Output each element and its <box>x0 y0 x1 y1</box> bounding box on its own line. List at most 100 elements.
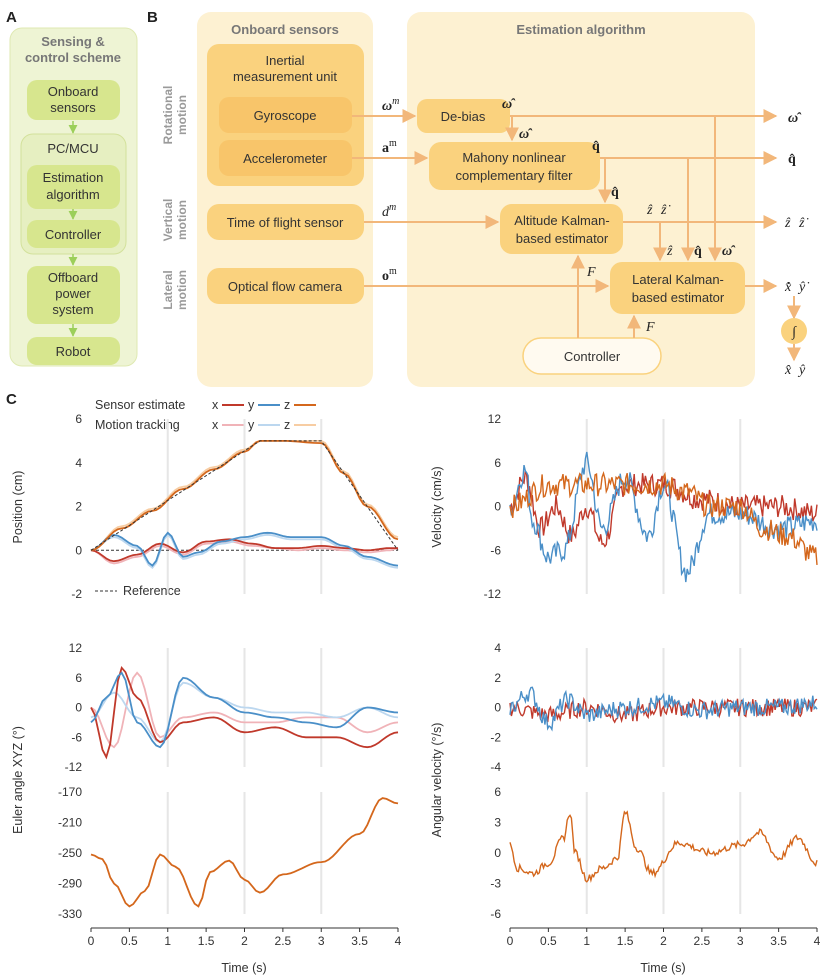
series-line-motion-tracking-z <box>90 439 399 552</box>
y-tick-label: 0 <box>494 701 501 715</box>
legend-motion-tracking: Motion tracking <box>95 418 180 432</box>
x-tick-label: 0.5 <box>121 934 138 948</box>
y-tick-label: -6 <box>71 730 82 744</box>
sym-a-m: am <box>382 138 397 156</box>
series-line-motion-tracking-x <box>90 540 399 565</box>
scheme-controller-node <box>27 220 120 248</box>
out-q-hat: q̂ <box>788 152 796 167</box>
plots-layer: 6420-21260-6-121260-6-12420-2-4-170-210-… <box>58 412 821 948</box>
svg-text:z: z <box>284 398 290 412</box>
scheme-title-2: control scheme <box>25 50 121 65</box>
series-line-sensor-estimate-x <box>90 665 399 760</box>
lateral-estimator-node <box>610 262 745 314</box>
series-line-sensor-estimate-y <box>90 671 399 749</box>
y-tick-label: 6 <box>75 412 82 426</box>
lateral-label-1: Lateral Kalman- <box>632 272 724 287</box>
y-tick-label: -290 <box>58 877 82 891</box>
series-line-sensor-estimate-z <box>90 797 399 908</box>
scheme-controller: Controller <box>45 227 102 242</box>
gyroscope-label: Gyroscope <box>254 108 317 123</box>
sym-omega-m: ωm <box>382 96 399 114</box>
y-tick-label: 6 <box>75 671 82 685</box>
sym-q-hat-1: q̂ <box>592 139 600 154</box>
sym-z-hat-2: ẑ <box>666 244 673 259</box>
x-tick-label: 0 <box>88 934 95 948</box>
series-line-sensor-estimate-z <box>509 471 818 565</box>
y-tick-label: -2 <box>71 587 82 601</box>
mahony-node <box>429 142 600 190</box>
y-tick-label: 2 <box>75 500 82 514</box>
xlabel-left: Time (s) <box>221 961 266 975</box>
y-tick-label: 4 <box>75 456 82 470</box>
scheme-estimation-node <box>27 165 120 209</box>
y-tick-label: 6 <box>494 785 501 799</box>
series-line-sensor-estimate-y <box>509 686 818 732</box>
sym-F-1: F <box>586 265 596 280</box>
sym-z-hat-1: ẑ <box>646 203 653 218</box>
controller-node <box>522 337 662 375</box>
y-tick-label: -6 <box>490 543 501 557</box>
optical-flow-label: Optical flow camera <box>228 279 343 294</box>
x-tick-label: 4 <box>814 934 821 948</box>
y-tick-label: 0 <box>75 701 82 715</box>
y-tick-label: 4 <box>494 641 501 655</box>
x-tick-label: 0 <box>507 934 514 948</box>
scheme-title-1: Sensing & <box>41 34 105 49</box>
integral-symbol: ∫ <box>791 325 797 340</box>
debias-node <box>417 99 510 133</box>
out-omega-hat: ω̂ <box>788 111 802 126</box>
scheme-estimation-1: Estimation <box>43 170 104 185</box>
series-line-sensor-estimate-x <box>90 538 398 563</box>
svg-text:z: z <box>284 418 290 432</box>
svg-text:motion: motion <box>175 270 189 310</box>
x-tick-label: 3.5 <box>351 934 368 948</box>
debias-label: De-bias <box>441 109 486 124</box>
scheme-offboard-node <box>27 266 120 324</box>
mahony-label-2: complementary filter <box>455 168 573 183</box>
lateral-motion-label: Lateral motion <box>161 270 189 310</box>
series-line-motion-tracking-y <box>90 681 399 744</box>
y-tick-label: -12 <box>65 760 83 774</box>
series-line-sensor-estimate-z <box>509 810 818 883</box>
out-xdot-hat: x̂̇ <box>784 280 792 295</box>
altitude-label-1: Altitude Kalman- <box>514 213 609 228</box>
panel-a-label: A <box>6 9 17 26</box>
y-tick-label: -4 <box>490 760 501 774</box>
x-tick-label: 3.5 <box>770 934 787 948</box>
panel-c-label: C <box>6 391 17 408</box>
mahony-label-1: Mahony nonlinear <box>462 150 566 165</box>
y-tick-label: -250 <box>58 846 82 860</box>
vertical-motion-label: Vertical motion <box>161 199 189 242</box>
out-y-hat: ŷ <box>797 363 806 378</box>
series-line-sensor-estimate-z <box>90 439 399 552</box>
svg-text:Vertical: Vertical <box>161 199 175 242</box>
x-tick-label: 1.5 <box>617 934 634 948</box>
svg-text:Lateral: Lateral <box>161 270 175 309</box>
estimation-algorithm-title: Estimation algorithm <box>516 22 645 37</box>
gyroscope-node <box>219 97 352 133</box>
altitude-estimator-node <box>500 204 623 254</box>
tof-label: Time of flight sensor <box>227 215 344 230</box>
svg-text:motion: motion <box>175 200 189 240</box>
svg-text:x: x <box>212 398 219 412</box>
sym-o-m: om <box>382 266 397 284</box>
lateral-label-2: based estimator <box>632 290 725 305</box>
y-tick-label: 2 <box>494 671 501 685</box>
x-tick-label: 2 <box>241 934 248 948</box>
x-tick-label: 0.5 <box>540 934 557 948</box>
y-tick-label: -170 <box>58 785 82 799</box>
controller-label: Controller <box>564 349 621 364</box>
y-tick-label: 12 <box>488 412 502 426</box>
imu-label-1: Inertial <box>265 53 304 68</box>
integral-node <box>781 318 807 344</box>
svg-text:motion: motion <box>175 95 189 135</box>
legend: Sensor estimate x y z Motion tracking x … <box>95 398 316 598</box>
x-tick-label: 2 <box>660 934 667 948</box>
svg-text:Rotational: Rotational <box>161 86 175 145</box>
svg-text:y: y <box>248 398 255 412</box>
x-tick-label: 1.5 <box>198 934 215 948</box>
x-tick-label: 3 <box>737 934 744 948</box>
scheme-onboard-node <box>27 80 120 120</box>
sym-q-hat-3: q̂ <box>694 244 702 259</box>
y-tick-label: -2 <box>490 730 501 744</box>
